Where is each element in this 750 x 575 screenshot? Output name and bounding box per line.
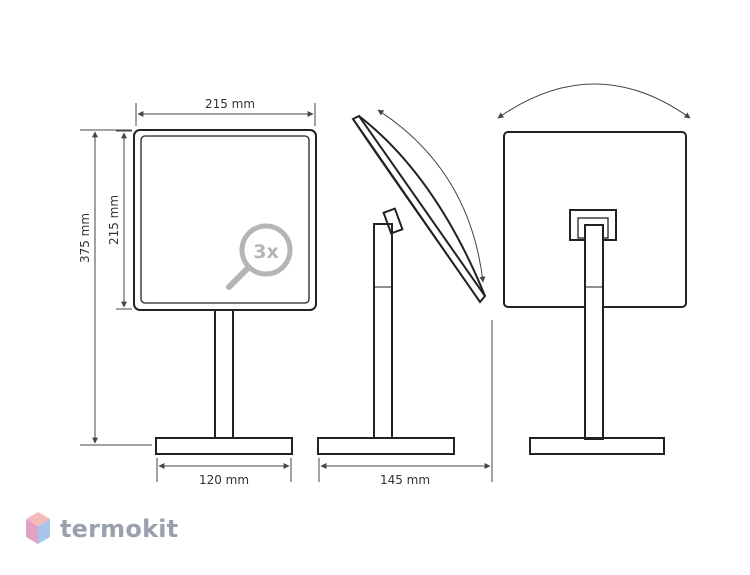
front-mirror-glass xyxy=(140,135,310,304)
side-base xyxy=(317,437,455,455)
dim-base-depth xyxy=(318,320,493,482)
cube-logo-icon xyxy=(26,512,50,544)
magnifier-3x-icon: 3x xyxy=(226,223,293,290)
back-base xyxy=(529,437,665,455)
dim-total-height xyxy=(80,129,152,446)
dim-base-width xyxy=(156,458,292,482)
base-width-label: 120 mm xyxy=(199,473,249,487)
back-view xyxy=(503,131,687,455)
side-tilt-arrow xyxy=(377,109,486,283)
front-base xyxy=(155,437,293,455)
front-mirror-frame xyxy=(133,129,317,311)
back-stand-pole xyxy=(584,224,604,440)
base-depth-label: 145 mm xyxy=(380,473,430,487)
dim-mirror-width xyxy=(135,103,316,126)
front-view xyxy=(133,129,317,455)
magnification-label: 3x xyxy=(253,241,278,263)
total-height-label: 375 mm xyxy=(78,213,92,263)
dim-mirror-height xyxy=(116,130,132,310)
brand-logo: termokit xyxy=(24,510,178,548)
mirror-width-label: 215 mm xyxy=(205,97,255,111)
back-rotation-arrow xyxy=(497,83,691,119)
side-stand-pole xyxy=(373,223,393,439)
front-stand-pole xyxy=(214,309,234,439)
mirror-height-label: 215 mm xyxy=(107,195,121,245)
side-view xyxy=(317,114,487,455)
brand-name: termokit xyxy=(60,515,179,543)
